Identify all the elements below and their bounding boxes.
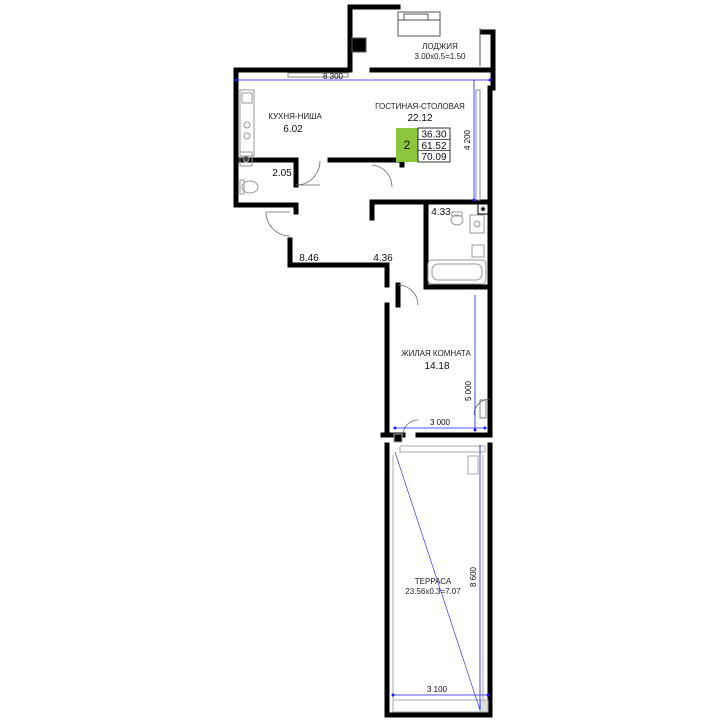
- badge-rooms-box: [396, 128, 418, 162]
- dimension-lines: [236, 79, 490, 711]
- walls: [233, 4, 496, 718]
- living-window: [287, 72, 481, 201]
- bathroom-fixtures: [427, 203, 489, 285]
- hall-area: 8.46: [299, 253, 319, 264]
- wc-fixtures: [239, 179, 259, 195]
- dim-terrace-width: 3 100: [427, 685, 448, 694]
- dim-terrace-height: 8 600: [469, 566, 478, 587]
- doors: [265, 160, 491, 436]
- kitchen-fixtures: [239, 89, 255, 167]
- bedroom-area: 14.18: [424, 361, 449, 372]
- dim-top-width: 8 300: [323, 72, 344, 81]
- badge-total-with-outdoor: 70.09: [421, 152, 446, 163]
- dim-bedroom-height: 5 000: [464, 380, 473, 401]
- loggia-name: ЛОДЖИЯ: [422, 42, 458, 51]
- terrace-calc: 23.56x0.3=7.07: [405, 587, 461, 596]
- dimension-ticks: [234, 78, 492, 697]
- badge-rooms-count: 2: [404, 138, 411, 152]
- loggia-window: [351, 11, 481, 66]
- loggia-calc: 3.00x0.5=1.50: [415, 52, 466, 61]
- badge-living-area: 36.30: [421, 130, 446, 141]
- badge-values-box: [417, 127, 451, 163]
- bedroom-name: ЖИЛАЯ КОМНАТА: [401, 349, 471, 358]
- bathroom-area: 4.33: [431, 207, 451, 218]
- terrace-fixtures: [392, 433, 489, 713]
- corridor-area: 4.36: [373, 253, 393, 264]
- area-badge: 2 36.30 61.52 70.09: [396, 127, 451, 163]
- kitchen-name: КУХНЯ-НИША: [268, 112, 322, 121]
- wc-area: 2.05: [272, 168, 292, 179]
- terrace-name: ТЕРРАСА: [415, 577, 452, 586]
- dim-bedroom-width: 3 000: [430, 418, 451, 427]
- kitchen-area: 6.02: [283, 124, 303, 135]
- dim-living-height: 4 200: [463, 129, 472, 150]
- badge-total-area: 61.52: [421, 141, 446, 152]
- living-area: 22.12: [407, 113, 432, 124]
- living-name: ГОСТИНАЯ-СТОЛОВАЯ: [375, 102, 465, 111]
